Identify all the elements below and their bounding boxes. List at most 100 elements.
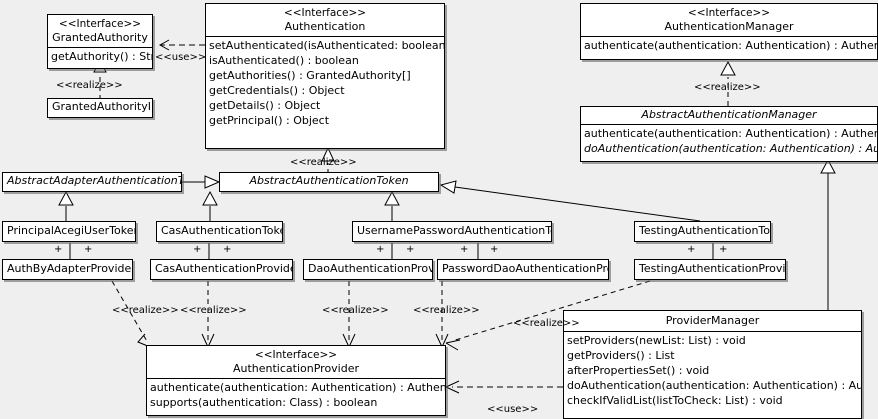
class-header: CasAuthenticationProvider (151, 260, 292, 278)
operations-compartment: authenticate(authentication: Authenticat… (147, 379, 445, 411)
class-header: PrincipalAcegiUserToken (3, 222, 135, 240)
class-name: AbstractAuthenticationManager (641, 108, 817, 121)
operations-compartment: setAuthenticated(isAuthenticated: boolea… (206, 37, 444, 129)
operation: authenticate(authentication: Authenticat… (584, 127, 877, 140)
relationship-label-realize-cas-provider: <<realize>> (180, 305, 247, 316)
class-name: PasswordDaoAuthenticationProvider (442, 262, 608, 275)
relationship-label-realize-auth-by-adapter: <<realize>> (112, 305, 179, 316)
operation: getAuthorities() : GrantedAuthority[] (209, 69, 411, 82)
operation: doAuthentication(authentication: Authent… (567, 379, 861, 392)
class-header: GrantedAuthorityImpl (48, 99, 152, 116)
class-name: DaoAuthenticationProvider (308, 262, 433, 275)
relationship-label-realize-abstract-token: <<realize>> (290, 157, 357, 168)
operation: checkIfValidList(listToCheck: List) : vo… (567, 394, 783, 407)
class-name: AuthByAdapterProvider (7, 262, 133, 275)
relationship-label-use-provider-manager: <<use>> (487, 404, 539, 415)
class-header: DaoAuthenticationProvider (304, 260, 432, 278)
class-authentication-manager[interactable]: <<Interface>> AuthenticationManager auth… (580, 3, 878, 60)
class-cas-authentication-token[interactable]: CasAuthenticationToken (156, 221, 283, 242)
generalization-line-provider-manager (820, 158, 836, 310)
class-abstract-authentication-manager[interactable]: AbstractAuthenticationManager authentica… (580, 106, 878, 162)
operation: getProviders() : List (567, 349, 675, 362)
class-header: <<Interface>> Authentication (206, 4, 444, 36)
operation: authenticate(authentication: Authenticat… (150, 381, 445, 394)
class-auth-by-adapter-provider[interactable]: AuthByAdapterProvider (2, 259, 133, 280)
class-header: <<Interface>> GrantedAuthority (48, 15, 152, 47)
class-name: CasAuthenticationToken (161, 224, 283, 237)
operations-compartment: authenticate(authentication: Authenticat… (581, 125, 877, 157)
class-header: ProviderManager (564, 311, 861, 331)
class-name: CasAuthenticationProvider (155, 262, 293, 275)
multiplicity-marker: + (460, 244, 469, 255)
divider (581, 124, 877, 125)
class-authentication[interactable]: <<Interface>> Authentication setAuthenti… (205, 3, 445, 149)
class-cas-authentication-provider[interactable]: CasAuthenticationProvider (150, 259, 293, 280)
operation: supports(authentication: Class) : boolea… (150, 396, 378, 409)
operations-compartment: setProviders(newList: List) : void getPr… (564, 332, 861, 409)
generalization-line-testing-authentication-token (439, 180, 701, 222)
class-name: AuthenticationManager (664, 20, 794, 33)
operation: setAuthenticated(isAuthenticated: boolea… (209, 39, 445, 52)
class-name: ProviderManager (665, 314, 760, 327)
multiplicity-marker: + (193, 244, 202, 255)
class-provider-manager[interactable]: ProviderManager setProviders(newList: Li… (563, 310, 862, 419)
class-principal-acegi-user-token[interactable]: PrincipalAcegiUserToken (2, 221, 136, 242)
class-abstract-authentication-token[interactable]: AbstractAuthenticationToken (219, 172, 439, 192)
use-line-provider-manager (445, 380, 563, 394)
multiplicity-marker: + (490, 244, 499, 255)
class-header: <<Interface>> AuthenticationProvider (147, 346, 445, 378)
operations-compartment: authenticate(authentication: Authenticat… (581, 37, 877, 54)
class-username-password-authentication-token[interactable]: UsernamePasswordAuthenticationToken (352, 221, 552, 242)
class-testing-authentication-provider[interactable]: TestingAuthenticationProvider (634, 259, 786, 280)
relationship-label-realize-password-dao-provider: <<realize>> (413, 305, 480, 316)
class-dao-authentication-provider[interactable]: DaoAuthenticationProvider (303, 259, 433, 280)
relationship-label-realize-abstract-manager: <<realize>> (694, 82, 761, 93)
relationship-label-realize-dao-provider: <<realize>> (322, 305, 389, 316)
relationship-label-realize-granted-authority-impl: <<realize>> (56, 80, 123, 91)
multiplicity-marker: + (406, 244, 415, 255)
operation-abstract: doAuthentication(authentication: Authent… (584, 142, 877, 155)
class-header: AbstractAuthenticationManager (581, 107, 877, 124)
class-authentication-provider[interactable]: <<Interface>> AuthenticationProvider aut… (146, 345, 446, 416)
class-testing-authentication-token[interactable]: TestingAuthenticationToken (634, 221, 771, 242)
divider (147, 378, 445, 379)
class-granted-authority-impl[interactable]: GrantedAuthorityImpl (47, 98, 153, 118)
generalization-line-cas-authentication-token (202, 190, 218, 221)
relationship-label-realize-testing-provider: <<realize>> (513, 318, 580, 329)
class-header: PasswordDaoAuthenticationProvider (438, 260, 608, 278)
divider (48, 47, 152, 48)
multiplicity-marker: + (84, 244, 93, 255)
class-header: AbstractAdapterAuthenticationToken (3, 173, 181, 190)
class-name: AbstractAdapterAuthenticationToken (7, 174, 181, 187)
class-name: PrincipalAcegiUserToken (7, 224, 136, 237)
operation: isAuthenticated() : boolean (209, 54, 359, 67)
divider (206, 36, 444, 37)
operation: getAuthority() : String (51, 50, 152, 63)
multiplicity-marker: + (719, 244, 728, 255)
class-granted-authority[interactable]: <<Interface>> GrantedAuthority getAuthor… (47, 14, 153, 69)
class-name: TestingAuthenticationProvider (639, 262, 786, 275)
operation: getCredentials() : Object (209, 84, 345, 97)
divider (581, 36, 877, 37)
operations-compartment: getAuthority() : String (48, 48, 152, 65)
class-abstract-adapter-authentication-token[interactable]: AbstractAdapterAuthenticationToken (2, 172, 182, 192)
generalization-line-abstract-adapter-token (182, 175, 221, 189)
class-name: TestingAuthenticationToken (639, 224, 771, 237)
operation: authenticate(authentication: Authenticat… (584, 39, 877, 52)
operation: setProviders(newList: List) : void (567, 334, 746, 347)
class-name: AuthenticationProvider (232, 362, 360, 375)
multiplicity-marker: + (223, 244, 232, 255)
divider (564, 331, 861, 332)
class-header: UsernamePasswordAuthenticationToken (353, 222, 551, 240)
relationship-label-use-granted-authority: <<use>> (155, 52, 207, 63)
stereotype-label: <<Interface>> (254, 349, 338, 361)
class-name: GrantedAuthorityImpl (52, 100, 152, 113)
class-name: UsernamePasswordAuthenticationToken (357, 224, 551, 237)
stereotype-label: <<Interface>> (283, 7, 367, 19)
class-name: Authentication (284, 20, 366, 33)
generalization-line-principal-acegi-user-token (58, 190, 74, 221)
class-header: TestingAuthenticationProvider (635, 260, 785, 278)
class-password-dao-authentication-provider[interactable]: PasswordDaoAuthenticationProvider (437, 259, 609, 280)
stereotype-label: <<Interface>> (58, 18, 142, 30)
